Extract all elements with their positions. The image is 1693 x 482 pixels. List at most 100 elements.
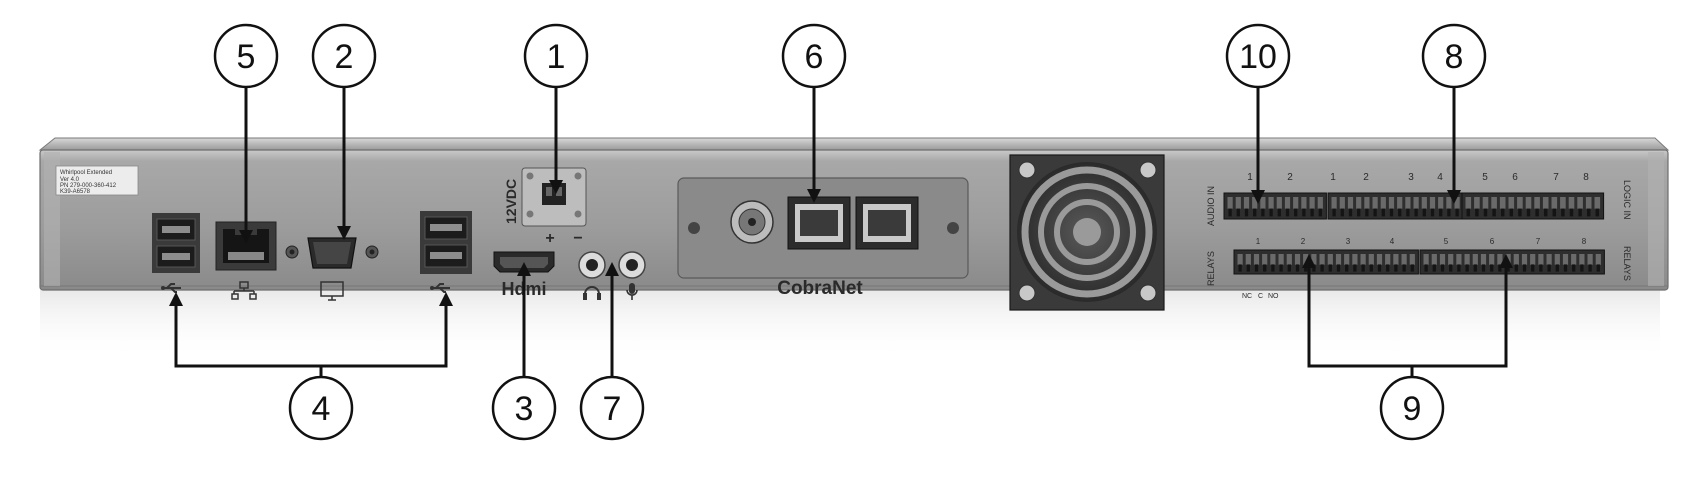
- logic-in-terminal-b-slot: [1569, 208, 1574, 217]
- logic-in-terminal-b[interactable]: [1461, 192, 1605, 220]
- audio-in-terminal-slot: [1244, 208, 1249, 217]
- audio-in-terminal-pin: [1252, 197, 1258, 209]
- logic-in-terminal-b-pin: [1534, 197, 1540, 209]
- audio-in-terminal-slot: [1277, 208, 1281, 217]
- ethernet-port[interactable]: [215, 221, 277, 271]
- relay-terminal-right-pin: [1521, 254, 1528, 265]
- chassis-reflection: [40, 290, 1660, 360]
- cobranet-port-1[interactable]: [787, 196, 851, 250]
- logic-in-terminal-pin: [1380, 197, 1386, 209]
- audio-in-terminal[interactable]: [1223, 192, 1327, 220]
- logic-in-terminal-b-slot: [1561, 208, 1565, 217]
- microphone-icon: [626, 283, 638, 300]
- logic-channel-4: 4: [1437, 172, 1443, 183]
- logic-in-terminal-b-slot: [1535, 208, 1539, 217]
- serial-sticker: Whirlpool Extended Ver 4.0 PN 279-000-36…: [55, 165, 139, 196]
- relay-terminal-left-pin: [1237, 254, 1243, 265]
- logic-in-terminal-b-pin: [1482, 197, 1489, 209]
- relay-terminal-right-slot: [1539, 264, 1543, 272]
- logic-in-terminal-b-slot: [1543, 208, 1548, 217]
- logic-in-terminal-b-slot: [1475, 208, 1479, 217]
- callout-7: 7: [579, 375, 645, 441]
- relay-terminal-right-slot: [1514, 264, 1518, 272]
- relay-pin-nc: NC: [1242, 293, 1252, 300]
- callout-label-6: 6: [805, 38, 824, 76]
- audio-in-terminal-pin: [1284, 197, 1291, 209]
- headphone-icon: [583, 286, 601, 300]
- audio-in-terminal-pin: [1317, 197, 1323, 209]
- audio-in-terminal-slot: [1285, 208, 1290, 217]
- relay-terminal-right-pin: [1546, 254, 1552, 265]
- relay-terminal-left-pin: [1311, 254, 1317, 265]
- logic-in-terminal-b-pin: [1499, 197, 1506, 209]
- logic-in-terminal-b-slot: [1500, 208, 1505, 217]
- logic-channel-3: 3: [1408, 172, 1414, 183]
- relay-terminal-left-pin: [1360, 254, 1366, 265]
- callout-label-4: 4: [312, 390, 331, 428]
- relay-terminal-right-pin: [1497, 254, 1503, 265]
- relay-terminal-right-pin: [1489, 254, 1495, 265]
- relay-terminal-left-slot: [1369, 264, 1373, 272]
- relay-terminal-right-slot: [1465, 264, 1469, 272]
- relay-terminal-right-slot: [1481, 264, 1486, 272]
- callout-arrowheads: [169, 180, 1513, 306]
- logic-in-terminal-b-slot: [1526, 208, 1531, 217]
- relays-label-right: RELAYS: [1622, 246, 1632, 281]
- relay-terminal-left-slot: [1336, 264, 1341, 272]
- bnc-connector[interactable]: [730, 200, 774, 244]
- leader-9: [1307, 262, 1508, 368]
- callout-label-10: 10: [1239, 38, 1277, 76]
- logic-channel-labels: 1 2 3 4 5 6 7 8: [1330, 172, 1589, 183]
- logic-in-terminal-pin: [1446, 197, 1452, 209]
- logic-in-terminal-pin: [1413, 197, 1419, 209]
- relay-terminal-left-pin: [1245, 254, 1251, 265]
- relay-terminal-left-pin: [1303, 254, 1309, 265]
- usb-port-right[interactable]: [420, 211, 472, 274]
- relay-terminal-right-slot: [1588, 264, 1592, 272]
- relay-terminal-left[interactable]: [1233, 249, 1419, 275]
- logic-in-terminal-b-pin: [1560, 197, 1566, 209]
- relay-terminal-left-pin: [1344, 254, 1350, 265]
- relay-channel-2: 2: [1301, 237, 1306, 246]
- logic-in-terminal-slot: [1447, 208, 1451, 217]
- relay-terminal-left-slot: [1402, 264, 1406, 272]
- logic-in-terminal-b-pin: [1517, 197, 1523, 209]
- power-connector[interactable]: [521, 167, 587, 227]
- logic-in-terminal-slot: [1455, 208, 1459, 217]
- microphone-jack[interactable]: [618, 251, 646, 279]
- logic-channel-7: 7: [1553, 172, 1559, 183]
- relay-terminal-left-slot: [1320, 264, 1324, 272]
- usb-port-left[interactable]: [152, 213, 200, 273]
- network-icon: [231, 281, 257, 300]
- audio-in-label: AUDIO IN: [1206, 186, 1216, 226]
- audio-in-terminal-pin: [1309, 197, 1315, 209]
- relay-channel-8: 8: [1582, 237, 1587, 246]
- logic-in-terminal-b-pin: [1525, 197, 1532, 209]
- relay-terminal-right[interactable]: [1419, 249, 1605, 275]
- headphone-jack[interactable]: [578, 251, 606, 279]
- relay-channel-5: 5: [1444, 237, 1449, 246]
- logic-in-terminal-pin: [1339, 197, 1345, 209]
- vga-port[interactable]: [285, 237, 379, 269]
- logic-in-terminal-b-pin: [1585, 197, 1592, 209]
- callout-label-8: 8: [1445, 38, 1464, 76]
- audio-in-terminal-pin: [1276, 197, 1282, 209]
- logic-in-terminal-b-slot: [1492, 208, 1496, 217]
- logic-in-terminal[interactable]: [1327, 192, 1464, 220]
- callout-label-9: 9: [1403, 390, 1422, 428]
- power-plus-label: +: [545, 230, 554, 247]
- audio-in-terminal-slot: [1318, 208, 1322, 217]
- callout-lines: [174, 88, 1508, 378]
- audio-in-terminal-pin: [1243, 197, 1250, 209]
- relay-terminal-left-pin: [1262, 254, 1268, 265]
- sticker-line-1: Whirlpool Extended: [60, 170, 112, 176]
- logic-in-terminal-b-slot: [1552, 208, 1557, 217]
- callout-label-3: 3: [515, 390, 534, 428]
- relay-terminal-left-slot: [1345, 264, 1349, 272]
- audio-in-terminal-slot: [1294, 208, 1298, 217]
- relay-terminal-left-slot: [1279, 264, 1283, 272]
- cobranet-port-2[interactable]: [855, 196, 919, 250]
- relay-terminal-left-pin: [1409, 254, 1415, 265]
- relay-terminal-left-slot: [1295, 264, 1300, 272]
